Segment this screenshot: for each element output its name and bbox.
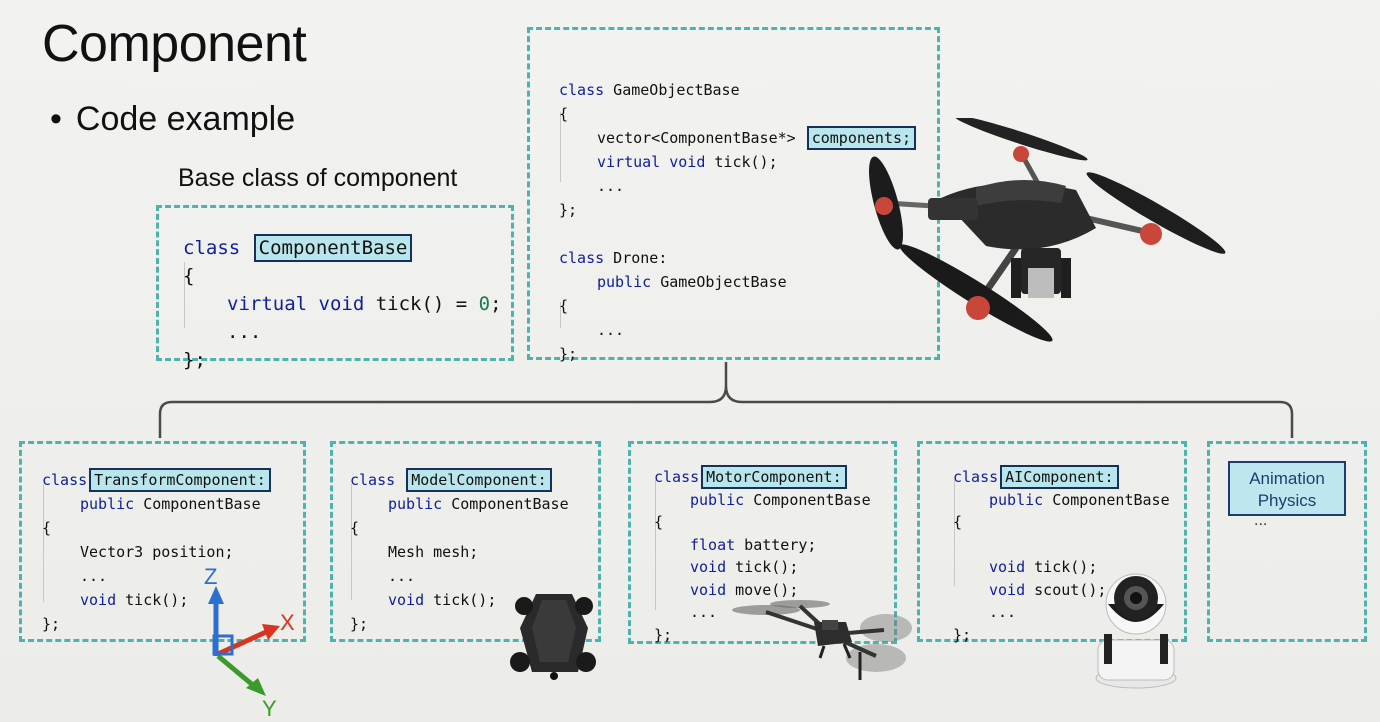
component-bracket — [158, 362, 1294, 438]
componentbase-highlight: ComponentBase — [253, 234, 413, 262]
bullet-text: Code example — [75, 100, 296, 138]
model-component-code: class ModelComponent:public ComponentBas… — [350, 458, 569, 656]
indent-guide — [351, 484, 352, 600]
axes-gizmo-icon: Z X Y — [196, 562, 306, 718]
gameobject-box — [527, 27, 940, 360]
security-camera-icon — [1092, 570, 1180, 690]
indent-guide — [184, 262, 185, 328]
animation-label: Animation — [1249, 469, 1325, 488]
base-class-caption: Base class of component — [178, 164, 458, 192]
indent-guide — [655, 480, 656, 610]
motorcomponent-highlight: MotorComponent: — [701, 465, 847, 489]
drone-photo-icon — [846, 118, 1226, 358]
bullet-dot: • — [50, 100, 62, 138]
indent-guide — [954, 480, 955, 586]
ai-component-box — [917, 441, 1187, 642]
model-component-box — [330, 441, 601, 642]
slide-title: Component — [42, 15, 307, 73]
components-highlight: components; — [806, 126, 917, 150]
racing-drone-icon — [726, 592, 916, 688]
base-class-box — [156, 205, 514, 361]
modelcomponent-highlight: ModelComponent: — [406, 468, 552, 492]
axis-x-label: X — [280, 610, 295, 635]
more-components-ellipsis: ... — [1254, 512, 1268, 529]
other-component-box — [1207, 441, 1367, 642]
indent-guide — [43, 484, 44, 602]
aicomponent-highlight: AIComponent: — [1000, 465, 1119, 489]
physics-label: Physics — [1257, 491, 1317, 510]
bullet-item: • Code example — [50, 100, 295, 139]
indent-guide — [560, 302, 561, 328]
indent-guide — [560, 112, 561, 182]
folded-drone-icon — [506, 588, 602, 684]
axis-z-label: Z — [204, 564, 217, 589]
base-class-code: class ComponentBase{virtual void tick() … — [183, 216, 502, 392]
other-components-label: Animation Physics — [1228, 461, 1346, 516]
transformcomponent-highlight: TransformComponent: — [89, 468, 271, 492]
axis-y-label: Y — [262, 696, 277, 718]
motor-component-box — [628, 441, 897, 644]
gameobject-code: class GameObjectBase{vector<ComponentBas… — [559, 68, 917, 386]
transform-component-box — [19, 441, 306, 642]
